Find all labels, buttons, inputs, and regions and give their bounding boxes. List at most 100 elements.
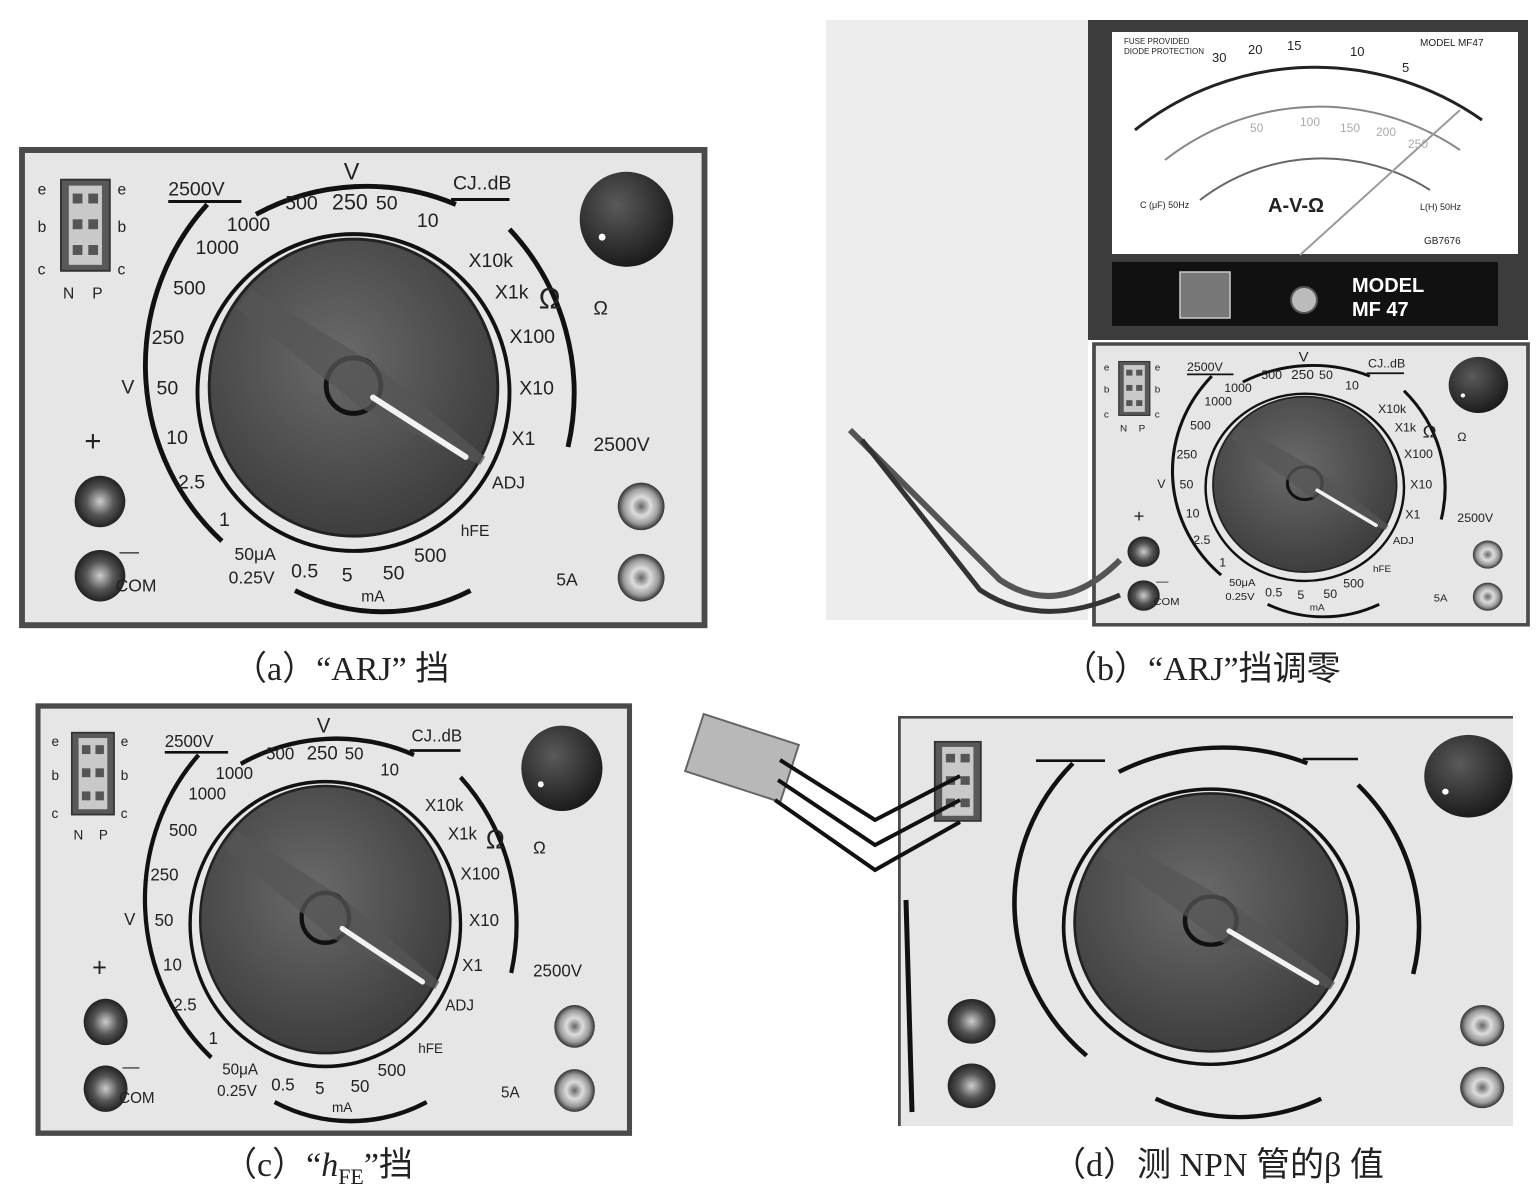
panel-c-label-v-1000: 1000 — [188, 783, 226, 804]
panel-a-label-ma: mA — [361, 588, 385, 605]
scale-second-2: 150 — [1340, 121, 1360, 135]
panel-b-label-v-2-5: 2.5 — [1193, 533, 1211, 547]
panel-c-label-v-250: 250 — [150, 864, 178, 885]
panel-c-label-com: COM — [119, 1090, 154, 1107]
transistor — [683, 712, 961, 873]
panel-c-label-ma-500: 500 — [378, 1060, 406, 1081]
fuse-label-1: FUSE PROVIDED — [1124, 37, 1190, 46]
meter-needle — [1299, 109, 1461, 256]
panel-b-socket-b-right: b — [1155, 385, 1161, 396]
panel-c-label-5a: 5A — [501, 1084, 520, 1101]
probe-wire — [903, 899, 915, 1113]
panel-b-label-x10k: X10k — [1378, 402, 1407, 416]
panel-c-socket-e-left: e — [52, 733, 60, 749]
panel-c-label-v-1000-top: 1000 — [215, 763, 253, 784]
brand-model: MODEL — [1352, 275, 1424, 297]
panel-c-label-50ua: 50μA — [222, 1061, 258, 1078]
panel-a-label-hfe: hFE — [461, 523, 490, 540]
panel-c-label-ma-0-5: 0.5 — [271, 1074, 294, 1095]
panel-c-label-x10k: X10k — [425, 795, 464, 816]
caption-c-start: （c）“ — [223, 1146, 321, 1184]
avo-label: A-V-Ω — [1268, 195, 1324, 217]
meter-scale-inner — [1164, 105, 1461, 161]
panel-c-label-minus: — — [123, 1056, 141, 1077]
meter-scale-outer — [1134, 65, 1483, 132]
inductance-label: L(H) 50Hz — [1420, 202, 1462, 212]
panel-b-label-ma: mA — [1310, 603, 1325, 614]
panel-b-socket-n: N — [1120, 424, 1127, 435]
panel-c-socket-b-left: b — [52, 767, 60, 783]
panel-a-label-cjdb: CJ..dB — [453, 172, 512, 194]
panel-a-socket-b-right: b — [118, 219, 127, 236]
panel-b-socket-e-left: e — [1104, 363, 1110, 374]
serial-number: GB7676 — [1424, 236, 1461, 247]
caption-b: （b）“ARJ”挡调零 — [1063, 650, 1341, 688]
panel-a-label-minus: — — [120, 541, 140, 563]
panel-b-label-x100: X100 — [1404, 447, 1433, 461]
panel-a-label-ma-500: 500 — [414, 545, 447, 567]
panel-b-label-x1k: X1k — [1395, 421, 1417, 435]
panel-c-label-x1k: X1k — [448, 823, 477, 844]
panel-c-label-v-side: V — [124, 909, 136, 930]
panel-a-label-plus: + — [84, 425, 101, 458]
panel-c-label-omega: Ω — [486, 824, 505, 855]
panel-b-label-ma-500: 500 — [1343, 577, 1364, 591]
panel-c-socket-e-right: e — [121, 733, 129, 749]
panel-a-label-2500v: 2500V — [168, 178, 225, 200]
panel-a-socket-b-left: b — [38, 219, 47, 236]
model-small: MODEL MF47 — [1420, 38, 1484, 49]
panel-a-label-v-side: V — [121, 376, 135, 398]
panel-c-label-ma-5: 5 — [315, 1078, 324, 1099]
panel-c-socket-n: N — [73, 826, 83, 842]
panel-b-label-x10: X10 — [1410, 478, 1432, 492]
panel-b-label-v-1000-top: 1000 — [1224, 381, 1252, 395]
panel-a-label-x1k: X1k — [495, 281, 529, 303]
panel-c-label-omega-small: Ω — [533, 837, 546, 858]
panel-c-label-plus: + — [92, 952, 107, 983]
panel-b-label-adj: ADJ — [1393, 535, 1414, 547]
panel-c-socket-c-left: c — [52, 805, 59, 821]
panel-c-label-2500v: 2500V — [165, 731, 214, 752]
panel-c-socket-p: P — [99, 826, 108, 842]
panel-a-label-com: COM — [116, 575, 157, 595]
panel-b-label-omega: Ω — [1423, 422, 1437, 441]
panel-a-label-v-50-top: 50 — [376, 192, 398, 214]
scale-second-0: 50 — [1250, 121, 1264, 135]
panel-a-label-ma-5: 5 — [342, 565, 353, 587]
panel-b-label-v-top: V — [1299, 350, 1309, 366]
panel-a-label-v-2-5: 2.5 — [178, 471, 205, 493]
panel-b-label-50ua: 50μA — [1229, 577, 1256, 589]
panel-a-socket-c-left: c — [38, 262, 46, 279]
panel-a-label-2500v-terminal: 2500V — [593, 434, 650, 456]
panel-a-label-x10k: X10k — [469, 250, 514, 272]
panel-a-label-v-top: V — [344, 159, 360, 185]
panel-b-label-v-10: 10 — [1186, 507, 1200, 521]
panel-b-socket-c-right: c — [1155, 410, 1160, 421]
caption-c-h: h — [321, 1147, 338, 1184]
panel-a-label-v-250: 250 — [152, 327, 185, 349]
panel-a-socket-n: N — [63, 285, 74, 302]
panel-b-label-v-1: 1 — [1219, 556, 1226, 570]
panel-a-label-v-10-top: 10 — [417, 210, 439, 232]
scale-second-4: 250 — [1408, 137, 1428, 151]
scale-top-1: 20 — [1248, 42, 1262, 57]
scale-top-4: 5 — [1402, 60, 1409, 75]
panel-b-socket-p: P — [1139, 424, 1146, 435]
panel-b-label-omega-small: Ω — [1457, 430, 1466, 444]
panel-c-label-v-2-5: 2.5 — [173, 994, 196, 1015]
panel-c-label-v-250: 250 — [307, 743, 338, 765]
panel-b-label-v-1000: 1000 — [1204, 395, 1232, 409]
panel-a-label-50ua: 50μA — [235, 544, 277, 564]
scale-top-0: 30 — [1212, 50, 1226, 65]
meter-dial-face — [1112, 32, 1518, 254]
panel-b-label-plus: + — [1134, 506, 1145, 525]
panel-c-label-ma-50: 50 — [351, 1076, 370, 1097]
panel-a-label-x100: X100 — [510, 326, 556, 348]
panel-a-label-v-1000-top: 1000 — [227, 214, 270, 236]
panel-c-label-x10: X10 — [469, 909, 499, 930]
scale-top-2: 15 — [1287, 38, 1301, 53]
panel-b-label-v-250: 250 — [1176, 448, 1197, 462]
panel-b-label-hfe: hFE — [1373, 564, 1391, 575]
